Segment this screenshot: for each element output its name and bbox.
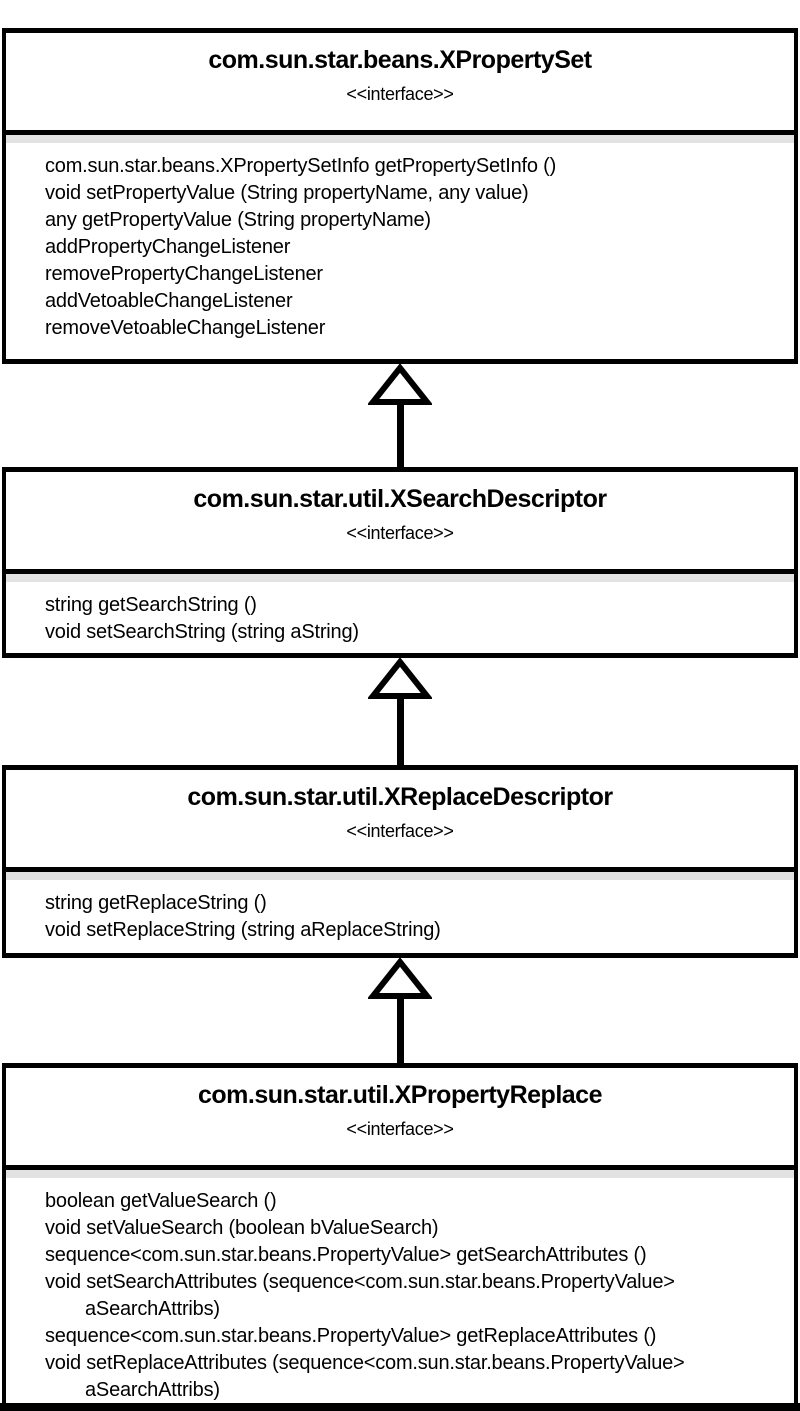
method-line: removeVetoableChangeListener [45,317,326,339]
interface-box-xpropertyreplace: com.sun.star.util.XPropertyReplace <<int… [2,1063,798,1411]
interface-methods-xpropertyreplace: boolean getValueSearch () void setValueS… [6,1170,794,1411]
method-line: void setSearchAttributes (sequence<com.s… [45,1271,675,1293]
interface-box-xpropertyset: com.sun.star.beans.XPropertySet <<interf… [2,28,798,364]
interface-stereotype: <<interface>> [346,523,454,543]
method-line: com.sun.star.beans.XPropertySetInfo getP… [45,155,557,177]
interface-title: com.sun.star.util.XPropertyReplace [198,1081,602,1109]
interface-stereotype: <<interface>> [346,821,454,841]
interface-header-xpropertyset: com.sun.star.beans.XPropertySet <<interf… [6,33,794,135]
interface-header-xsearchdescriptor: com.sun.star.util.XSearchDescriptor <<in… [6,472,794,574]
method-line: void setReplaceAttributes (sequence<com.… [45,1352,685,1374]
interface-methods-xpropertyset: com.sun.star.beans.XPropertySetInfo getP… [6,135,794,359]
interface-title: com.sun.star.util.XSearchDescriptor [193,485,607,513]
method-line: any getPropertyValue (String propertyNam… [45,209,431,231]
inheritance-arrow-icon [368,958,432,1063]
method-line: string getReplaceString () [45,892,267,914]
interface-stereotype: <<interface>> [346,84,454,104]
method-line: sequence<com.sun.star.beans.PropertyValu… [45,1244,647,1266]
inheritance-arrow-icon [368,658,432,765]
generalization-connector [0,658,800,765]
method-line: boolean getValueSearch () [45,1190,277,1212]
generalization-connector [0,364,800,467]
interface-title: com.sun.star.beans.XPropertySet [208,46,592,74]
interface-methods-xsearchdescriptor: string getSearchString () void setSearch… [6,574,794,653]
generalization-connector [0,958,800,1063]
diagram-bottom-edge [0,1403,800,1411]
interface-header-xpropertyreplace: com.sun.star.util.XPropertyReplace <<int… [6,1068,794,1170]
method-line-continuation: aSearchAttribs) [85,1379,220,1401]
inheritance-arrow-icon [368,364,432,467]
method-line: addVetoableChangeListener [45,290,293,312]
interface-title: com.sun.star.util.XReplaceDescriptor [187,783,613,811]
method-line: removePropertyChangeListener [45,263,323,285]
method-line: string getSearchString () [45,594,257,616]
method-line: void setValueSearch (boolean bValueSearc… [45,1217,439,1239]
method-line: sequence<com.sun.star.beans.PropertyValu… [45,1325,657,1347]
interface-stereotype: <<interface>> [346,1119,454,1139]
method-line: addPropertyChangeListener [45,236,291,258]
method-line: void setReplaceString (string aReplaceSt… [45,919,441,941]
method-line: void setSearchString (string aString) [45,621,359,643]
interface-box-xreplacedescriptor: com.sun.star.util.XReplaceDescriptor <<i… [2,765,798,958]
interface-methods-xreplacedescriptor: string getReplaceString () void setRepla… [6,872,794,953]
interface-header-xreplacedescriptor: com.sun.star.util.XReplaceDescriptor <<i… [6,770,794,872]
method-line-continuation: aSearchAttribs) [85,1298,220,1320]
method-line: void setPropertyValue (String propertyNa… [45,182,529,204]
interface-box-xsearchdescriptor: com.sun.star.util.XSearchDescriptor <<in… [2,467,798,658]
